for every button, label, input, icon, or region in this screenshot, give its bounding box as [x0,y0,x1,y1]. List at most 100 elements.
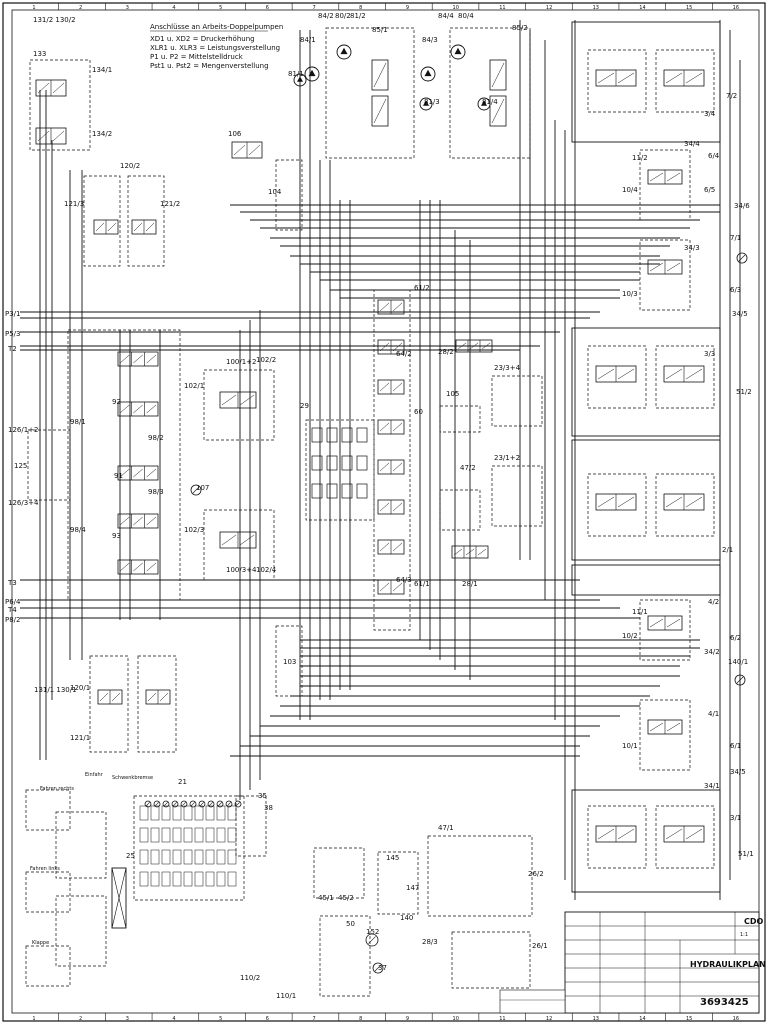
valve-group-47-1 [427,835,533,917]
joystick-fahren-links [25,871,71,913]
component-label-c25: 25 [126,852,135,860]
legend-line-1: XD1 u. XD2 = Druckerhöhung [150,35,255,43]
pump-84-4 [450,44,466,60]
operator-notes: Fahren rechts Fahren links Klappe Einfah… [30,772,153,946]
component-label-c110_2: 110/2 [240,974,260,982]
motor-unit-4-a-core [595,825,637,843]
port-t3: T3 [7,579,17,587]
valve-100-3 [219,531,257,549]
component-label-c50: 50 [346,920,355,928]
motor-unit-4-a [587,805,647,869]
gauge-21-8 [216,800,224,808]
note-klappe: Klappe [32,940,49,946]
valve-28-2 [455,339,493,353]
component-label-c45_2: 45/2 [338,894,354,902]
component-label-c34_5b: 34/5 [732,310,748,318]
component-label-c131_2: 131/2 130/2 [33,16,76,24]
brake-valve-121-3 [83,175,121,267]
gauge-21-6 [198,800,206,808]
component-label-c85_1: 85/1 [372,26,388,34]
motor-unit-2-a-core [595,365,637,383]
legend-heading: Anschlüsse an Arbeits-Doppelpumpen [150,23,283,31]
valve-85-1-b [371,95,389,127]
valve-92b [117,401,159,417]
component-label-c10_4: 10/4 [622,186,638,194]
grid-column-label-top: 15 [686,5,692,11]
note-einfahr: Einfahr [85,772,104,778]
component-label-c126_3_4: 126/3+4 [8,499,39,507]
valve-11-1 [647,615,683,631]
component-label-c10_3: 10/3 [622,290,638,298]
component-label-c11_1: 11/1 [632,608,648,616]
component-label-c64_2: 64/2 [396,350,412,358]
component-label-c4_2: 4/2 [708,598,719,606]
component-label-c104: 104 [268,188,282,196]
grid-column-label-bottom: 1 [32,1016,35,1022]
component-label-c6_3: 6/3 [730,286,741,294]
motor-unit-2-b-core [663,365,705,383]
pipe-lines [20,20,741,900]
component-label-c61_2: 61/2 [414,284,430,292]
valve-group-26-1 [451,931,531,989]
valve-23-1-2 [491,465,543,527]
component-label-c26_1: 26/1 [532,942,548,950]
component-label-c98_4: 98/4 [70,526,86,534]
component-label-c92: 92 [112,398,121,406]
component-label-c131_1: 131/1 130/1 [34,686,77,694]
note-fahren-links: Fahren links [30,866,60,872]
component-label-c29: 29 [300,402,309,410]
valve-47-2 [439,489,481,531]
component-label-c80_4: 80/4 [458,12,474,20]
legend-line-4: Pst1 u. Pst2 = Mengenverstellung [150,62,269,70]
valve-group-34-3 [639,239,691,311]
component-label-c100_1_2: 100/1+2 [226,358,257,366]
motor-unit-3-b-core [663,493,705,511]
valve-134-1 [35,79,67,97]
valve-121-1-core [97,689,123,705]
grid-column-label-top: 10 [453,5,459,11]
grid-column-label-top: 13 [593,5,599,11]
grid-column-label-top: 16 [733,5,739,11]
pump-84-3 [420,66,436,82]
pump-81-1 [293,73,307,87]
valve-93 [117,513,159,529]
grid-column-label-bottom: 10 [453,1016,459,1022]
valve-group-11-1 [639,599,691,661]
valve-85-1-a [371,59,389,91]
component-label-c35: 35 [258,792,267,800]
valve-120-1-core [145,689,171,705]
valve-50 [319,915,371,997]
motor-unit-1-a-core [595,69,637,87]
motor-unit-3-a [587,473,647,537]
component-label-c6_1: 6/1 [730,742,741,750]
valve-group-85-1 [325,27,415,159]
component-label-c3_3: 3/3 [704,350,715,358]
valve-38 [235,795,267,857]
component-label-c26_2: 26/2 [528,870,544,878]
scale-label: 1:1 [740,932,748,938]
valve-100-1 [219,391,257,409]
component-label-c10_2: 10/2 [622,632,638,640]
port-p3-1: P3/1 [5,310,21,318]
grid-column-label-bottom: 9 [406,1016,409,1022]
component-label-c34_3: 34/3 [684,244,700,252]
component-label-c34_2: 34/2 [704,648,720,656]
valve-34-3 [647,259,683,275]
grid-column-label-bottom: 16 [733,1016,739,1022]
legend-line-3: P1 u. P2 = Mittelstelldruck [150,53,244,61]
grid-column-label-bottom: 3 [126,1016,129,1022]
component-label-c84_2: 84/2 [318,12,334,20]
valve-134-2 [35,127,67,145]
component-label-c28_3: 28/3 [422,938,438,946]
component-label-c134_1: 134/1 [92,66,112,74]
valve-85-2-a [489,59,507,91]
gauge-21-10 [234,800,242,808]
note-schwenkbremse: Schwenkbremse [112,775,153,781]
gauge-21-5 [189,800,197,808]
gauge-21-3 [171,800,179,808]
component-label-c145: 145 [386,854,399,862]
component-label-c3_1: 3/1 [730,814,741,822]
component-label-c34_4: 34/4 [684,140,700,148]
title-block: HYDRAULIKPLAN 3693425 CDO 1:1 [499,911,766,1014]
